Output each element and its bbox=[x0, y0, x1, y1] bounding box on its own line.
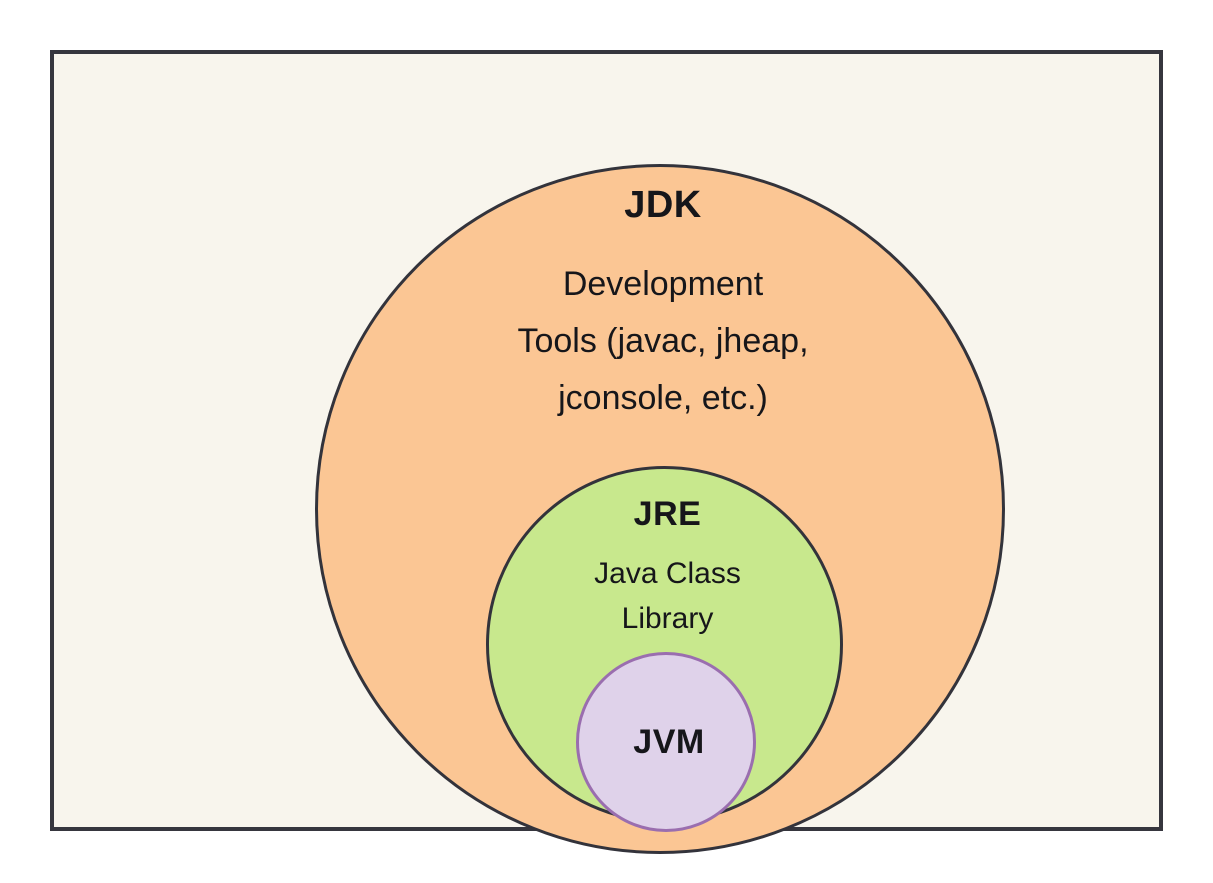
jre-circle[interactable]: JRE Java Class Library JVM bbox=[486, 466, 846, 832]
jdk-description: Development Tools (javac, jheap, jconsol… bbox=[318, 256, 1008, 427]
jdk-title: JDK bbox=[624, 184, 702, 226]
jdk-description-line-3: jconsole, etc.) bbox=[558, 379, 768, 417]
jdk-description-line-1: Development bbox=[562, 265, 764, 303]
jdk-description-line-2: Tools (javac, jheap, bbox=[517, 322, 809, 360]
jvm-circle[interactable]: JVM bbox=[576, 652, 756, 832]
jre-description: Java Class Library bbox=[489, 551, 846, 641]
jvm-title: JVM bbox=[633, 723, 705, 761]
jre-description-line-2: Library bbox=[621, 602, 714, 635]
diagram-frame: JDK Development Tools (javac, jheap, jco… bbox=[50, 50, 1163, 854]
jdk-circle[interactable]: JDK Development Tools (javac, jheap, jco… bbox=[315, 164, 1005, 854]
jre-title: JRE bbox=[633, 495, 702, 533]
jre-description-line-1: Java Class bbox=[594, 557, 741, 590]
